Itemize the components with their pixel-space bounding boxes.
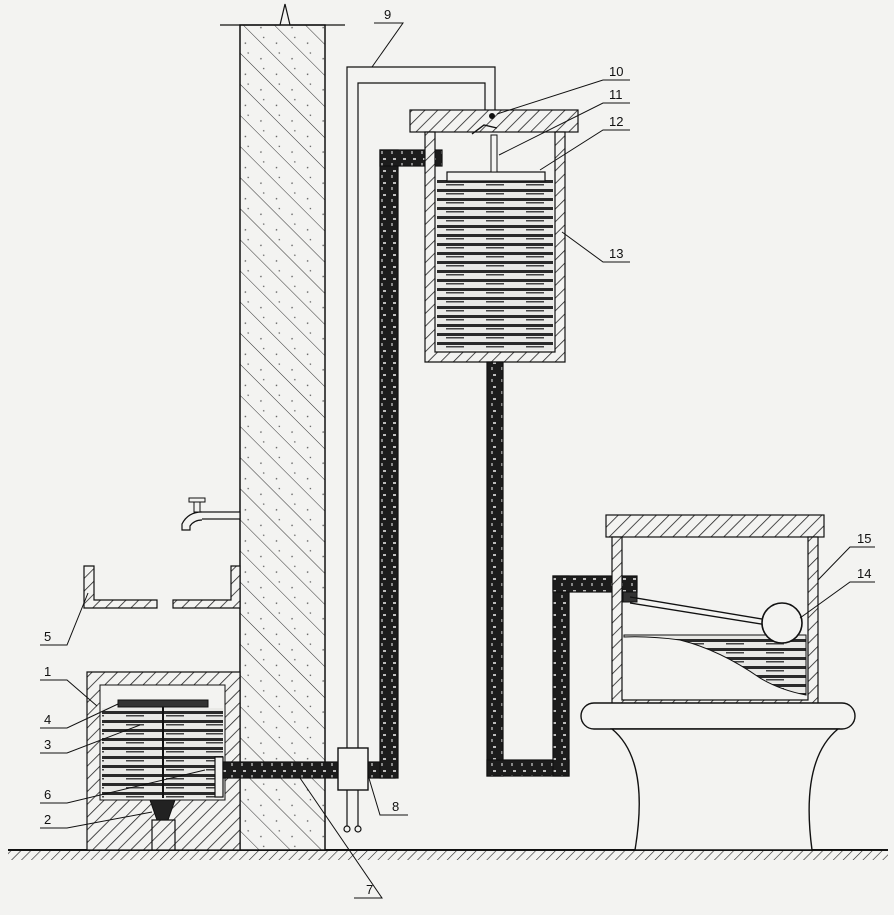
leader-lines xyxy=(40,22,875,899)
pump-pipe xyxy=(222,761,396,779)
pump-box xyxy=(337,747,369,833)
callout-2: 2 xyxy=(44,812,51,827)
upper-tank xyxy=(409,109,579,363)
collection-box xyxy=(86,671,241,851)
callout-1: 1 xyxy=(44,664,51,679)
down-pipe xyxy=(486,361,638,777)
callout-15: 15 xyxy=(857,531,871,546)
callout-9: 9 xyxy=(384,7,391,22)
callout-3: 3 xyxy=(44,737,51,752)
callout-8: 8 xyxy=(392,799,399,814)
callout-10: 10 xyxy=(609,64,623,79)
wall xyxy=(220,3,345,851)
sink-basin xyxy=(83,565,241,609)
callout-13: 13 xyxy=(609,246,623,261)
callout-11: 11 xyxy=(609,87,623,102)
callout-5: 5 xyxy=(44,629,51,644)
ground xyxy=(8,849,888,860)
callout-7: 7 xyxy=(366,882,373,897)
callout-labels: 1 2 3 4 5 6 7 8 9 10 11 12 13 14 15 xyxy=(44,7,871,897)
callout-6: 6 xyxy=(44,787,51,802)
callout-4: 4 xyxy=(44,712,51,727)
faucet-icon xyxy=(181,497,241,531)
callout-12: 12 xyxy=(609,114,623,129)
toilet-bowl xyxy=(580,702,856,851)
control-wires xyxy=(346,66,496,748)
toilet-cistern xyxy=(605,514,825,706)
callout-14: 14 xyxy=(857,566,871,581)
